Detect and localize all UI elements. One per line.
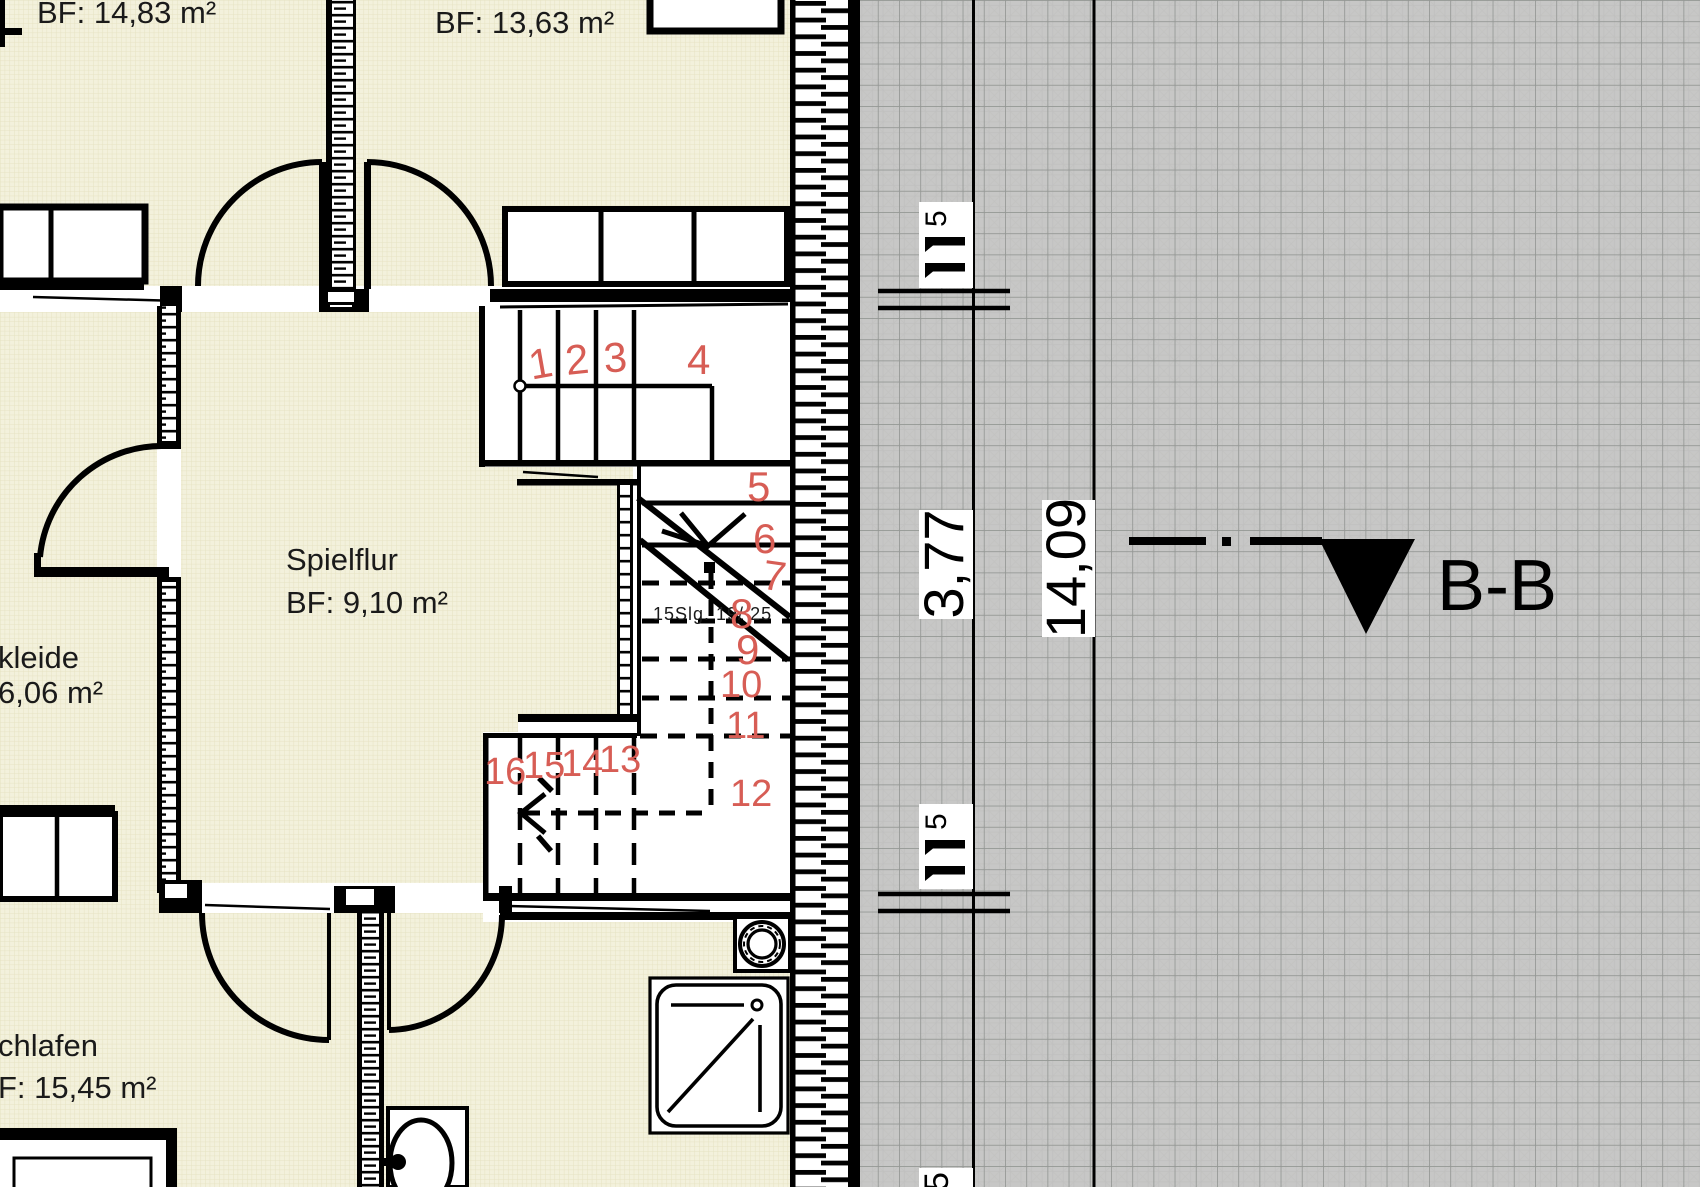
svg-text:F: 15,45 m²: F: 15,45 m²	[0, 1070, 157, 1105]
svg-text:3,77: 3,77	[912, 510, 975, 619]
svg-text:14,09: 14,09	[1034, 498, 1097, 638]
svg-text:9: 9	[736, 626, 759, 673]
svg-text:B-B: B-B	[1437, 546, 1557, 626]
svg-text:13: 13	[599, 739, 641, 781]
svg-text:5: 5	[918, 1172, 956, 1187]
svg-text:kleide: kleide	[0, 640, 79, 675]
svg-text:10: 10	[720, 664, 762, 706]
svg-text:5: 5	[920, 813, 953, 830]
svg-text:15: 15	[523, 745, 565, 787]
svg-text:6,06 m²: 6,06 m²	[0, 675, 103, 710]
svg-text:12: 12	[730, 773, 772, 815]
svg-text:3: 3	[602, 333, 629, 382]
svg-text:6: 6	[753, 515, 776, 562]
svg-text:chlafen: chlafen	[0, 1028, 98, 1063]
svg-text:4: 4	[687, 336, 710, 383]
svg-text:14: 14	[561, 743, 603, 785]
svg-text:8: 8	[730, 590, 753, 637]
svg-text:Spielflur: Spielflur	[286, 542, 398, 577]
svg-text:BF: 13,63 m²: BF: 13,63 m²	[435, 5, 614, 40]
svg-text:5: 5	[920, 210, 953, 227]
svg-text:2: 2	[563, 335, 591, 384]
svg-text:BF: 14,83 m²: BF: 14,83 m²	[37, 0, 216, 30]
svg-text:5: 5	[747, 463, 770, 510]
svg-text:11: 11	[726, 705, 765, 747]
svg-text:15Slg. 19/ 25: 15Slg. 19/ 25	[653, 604, 772, 624]
svg-text:16: 16	[484, 751, 526, 793]
svg-text:BF: 9,10 m²: BF: 9,10 m²	[286, 585, 448, 620]
